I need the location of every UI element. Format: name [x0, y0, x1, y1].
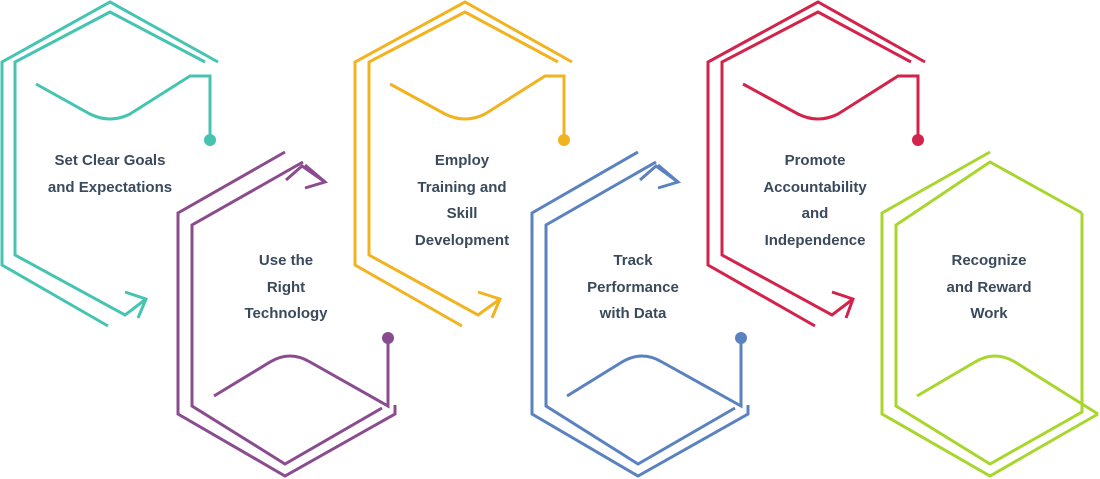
step-4-connector-line	[566, 340, 743, 409]
step-4-outer-line	[530, 150, 750, 478]
step-4-label: Track Performance with Data	[548, 248, 718, 328]
step-5-shape	[706, 0, 926, 328]
step-1-shape	[0, 0, 219, 328]
step-5-connector-line	[742, 74, 920, 138]
step-5-label-line-1: Promote	[784, 152, 846, 169]
step-1-label: Set Clear Goals and Expectations	[25, 148, 195, 201]
step-1-arrow-icon	[124, 290, 149, 319]
step-3-shape	[353, 0, 573, 328]
step-3-label-line-3: Skill	[446, 205, 478, 222]
step-4-inner-line	[544, 160, 736, 466]
step-2-inner-line	[190, 160, 383, 466]
step-2-arrow-icon	[304, 163, 329, 190]
step-4-label-line-2: Performance	[587, 278, 679, 296]
step-3-arrow-icon	[477, 290, 503, 319]
step-2-outer-line	[176, 150, 397, 478]
step-6-shape	[880, 150, 1099, 478]
step-4-arrow-icon	[657, 163, 682, 190]
step-3-outer-line	[353, 0, 573, 328]
step-2-label: Use the Right Technology	[201, 248, 371, 328]
step-6-label-line-3: Work	[970, 305, 1008, 322]
step-5-outer-line	[706, 0, 926, 328]
step-5-dot-icon	[912, 134, 924, 146]
step-5-inner-line	[720, 10, 912, 317]
step-5-label-line-2: Accountability	[763, 178, 867, 196]
step-2-label-line-3: Technology	[244, 305, 328, 322]
step-5-label-line-4: Independence	[764, 231, 866, 249]
step-6-label-line-2: and Reward	[946, 278, 1032, 296]
step-2-label-line-1: Use the	[258, 252, 314, 269]
step-3-label-line-1: Employ	[434, 152, 490, 169]
step-4-label-line-1: Track	[613, 252, 653, 269]
step-2-dot-icon	[382, 332, 394, 344]
step-3-label-line-2: Training and	[417, 178, 507, 196]
step-2-connector-line	[213, 340, 390, 409]
step-1-connector-line	[35, 74, 212, 138]
step-1-inner-line	[13, 10, 206, 317]
step-6-connector-line	[916, 354, 1099, 416]
step-3-connector-line	[389, 74, 566, 138]
step-3-label: Employ Training and Skill Development	[377, 148, 547, 254]
step-1-outer-line	[0, 0, 219, 328]
step-4-dot-icon	[735, 332, 747, 344]
step-4-label-line-3: with Data	[599, 305, 667, 322]
step-1-dot-icon	[204, 134, 216, 146]
step-1-label-line-1: Set Clear Goals	[54, 152, 166, 169]
step-1-label-line-2: and Expectations	[47, 178, 173, 196]
step-2-shape	[176, 150, 397, 478]
step-5-arrow-icon	[831, 290, 855, 319]
step-2-label-line-2: Right	[266, 278, 306, 296]
step-4-shape	[530, 150, 750, 478]
step-3-inner-line	[367, 10, 559, 317]
step-3-dot-icon	[558, 134, 570, 146]
step-6-inner-line	[894, 160, 1084, 466]
step-3-label-line-4: Development	[414, 231, 510, 249]
step-5-label: Promote Accountability and Independence	[730, 148, 900, 254]
step-6-outer-line	[880, 150, 1099, 478]
step-5-label-line-3: and	[801, 205, 829, 222]
step-6-label-line-1: Recognize	[951, 252, 1027, 269]
step-6-label: Recognize and Reward Work	[904, 248, 1074, 328]
